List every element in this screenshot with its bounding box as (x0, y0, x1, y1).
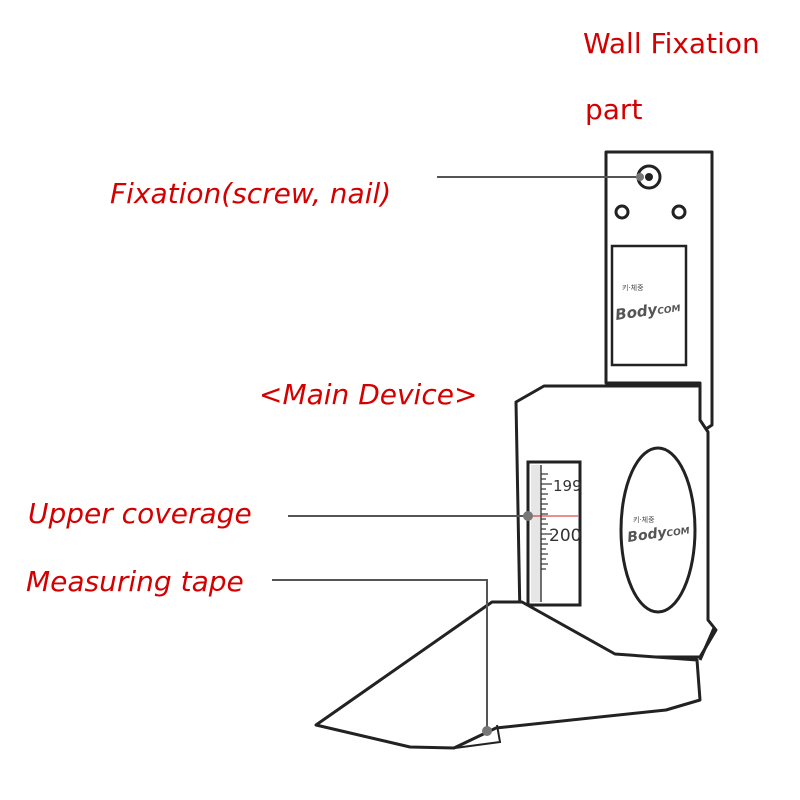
leader-lines (272, 176, 640, 730)
label-wall-fixation-line1: Wall Fixation (583, 27, 760, 60)
svg-text:BodyCOM: BodyCOM (614, 297, 681, 324)
device-brand-small: 키·체중 (633, 515, 655, 524)
side-hole-right (671, 204, 687, 220)
plate-brand-name: Body (614, 300, 660, 324)
device-brand-name: Body (626, 525, 668, 546)
measuring-window: 199 200 (526, 460, 582, 607)
label-upper-coverage: Upper coverage (28, 497, 252, 530)
device-logo-oval (619, 446, 697, 614)
device-brand-suffix: COM (666, 526, 690, 539)
label-main-device: <Main Device> (259, 378, 478, 411)
leader-dot-fixation (636, 173, 644, 181)
side-hole-left (614, 204, 630, 220)
label-wall-fixation-line2: part (585, 93, 643, 126)
device-foot (314, 600, 716, 750)
plate-brand-small: 키·체중 (622, 283, 644, 292)
tape-scale-ticks (541, 473, 552, 570)
wall-fixation-plate: 키·체중 BodyCOM (604, 150, 714, 435)
leader-dot-measuring-tape (482, 726, 492, 736)
plate-brand-suffix: COM (657, 304, 681, 317)
tape-tick-label-199: 199 (553, 477, 582, 495)
tape-tick-label-200: 200 (549, 526, 581, 546)
label-fixation: Fixation(screw, nail) (110, 177, 392, 210)
leader-dot-upper-coverage (523, 511, 533, 521)
leader-measuring-tape (272, 579, 488, 730)
plate-logo-panel (610, 244, 688, 367)
svg-text:BodyCOM: BodyCOM (626, 521, 690, 546)
label-measuring-tape: Measuring tape (26, 565, 244, 598)
